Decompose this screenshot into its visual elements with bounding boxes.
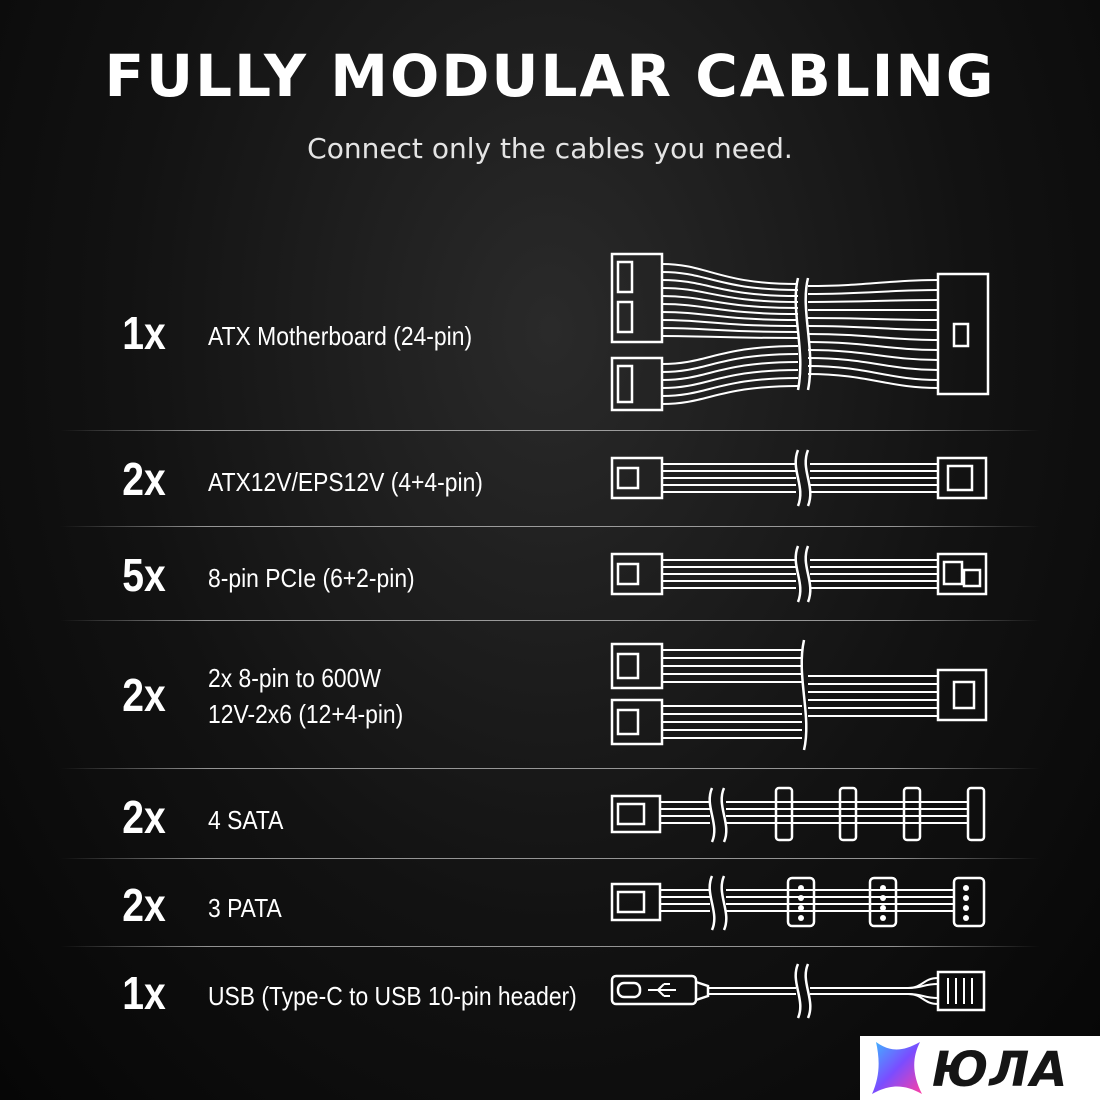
cable-label: 2x 8-pin to 600W 12V-2x6 (12+4-pin) [208,660,403,732]
row-divider [60,858,1040,859]
cable-quantity: 5x [122,549,166,601]
cable-label: 8-pin PCIe (6+2-pin) [208,560,415,596]
cable-label-line: 12V-2x6 (12+4-pin) [208,699,404,729]
cable-label-line: 4 SATA [208,805,284,835]
cable-quantity: 1x [122,967,166,1019]
cable-quantity: 2x [122,879,166,931]
row-divider [60,430,1040,431]
brand-logo-text: ЮЛА [932,1042,1069,1098]
pcie-cable-icon [610,545,988,603]
cable-row-eps: 2x ATX12V/EPS12V (4+4-pin) [0,446,1100,510]
row-divider [60,620,1040,621]
atx-24pin-cable-icon [610,252,990,412]
cable-row-atx: 1x ATX Motherboard (24-pin) [0,250,1100,420]
cable-label: 3 PATA [208,890,282,926]
cable-row-12v2x6: 2x 2x 8-pin to 600W 12V-2x6 (12+4-pin) [0,636,1100,754]
12v-2x6-cable-icon [610,639,988,751]
sata-cable-icon [610,786,986,843]
page-subtitle: Connect only the cables you need. [307,132,793,165]
pata-cable-icon [610,875,986,931]
cable-row-pcie: 5x 8-pin PCIe (6+2-pin) [0,542,1100,606]
cable-quantity: 2x [122,453,166,505]
star-logo-icon [872,1042,922,1094]
cable-label: ATX12V/EPS12V (4+4-pin) [208,464,483,500]
cable-label-line: USB (Type-C to USB 10-pin header) [208,981,577,1011]
cable-label-line: 3 PATA [208,893,282,923]
cable-quantity: 1x [122,307,166,359]
cable-row-sata: 2x 4 SATA [0,784,1100,848]
row-divider [60,526,1040,527]
page-title: FULLY MODULAR CABLING [104,42,996,110]
cable-label: ATX Motherboard (24-pin) [208,318,472,354]
cable-label: USB (Type-C to USB 10-pin header) [208,978,577,1014]
cable-label: 4 SATA [208,802,283,838]
row-divider [60,946,1040,947]
cable-quantity: 2x [122,669,166,721]
cable-row-pata: 2x 3 PATA [0,872,1100,936]
cable-label-line: 2x 8-pin to 600W [208,663,381,693]
cable-label-line: 8-pin PCIe (6+2-pin) [208,563,415,593]
row-divider [60,768,1040,769]
brand-logo: ЮЛА [860,1036,1100,1100]
cable-quantity: 2x [122,791,166,843]
cable-row-usb: 1x USB (Type-C to USB 10-pin header) [0,960,1100,1024]
cable-label-line: ATX12V/EPS12V (4+4-pin) [208,467,483,497]
cable-label-line: ATX Motherboard (24-pin) [208,321,473,351]
eps-cable-icon [610,449,988,507]
usb-cable-icon [610,963,986,1019]
